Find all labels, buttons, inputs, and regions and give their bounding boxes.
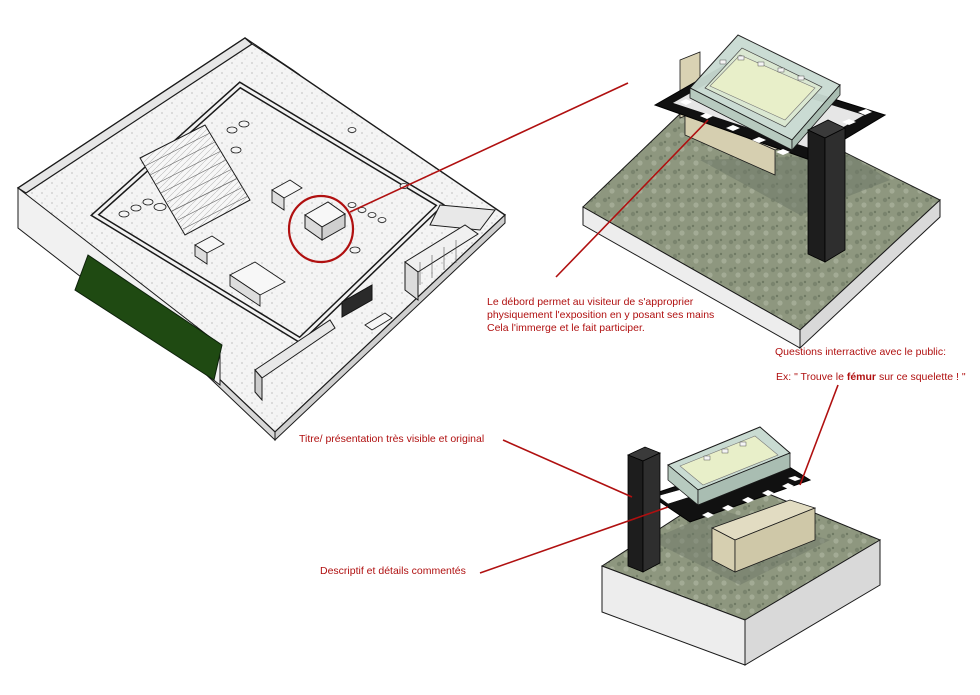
staircase: [139, 124, 251, 236]
glass-case-bottom: [667, 426, 791, 506]
annotation-overhang-line2: physiquement l'exposition en y posant se…: [487, 309, 715, 321]
annotation-overhang-line1: Le débord permet au visiteur de s'approp…: [487, 296, 694, 308]
display-columns: [118, 120, 409, 254]
annotation-overhang-line3: Cela l'immerge et le fait participer.: [487, 322, 645, 334]
annotation-overhang: Le débord permet au visiteur de s'approp…: [487, 296, 714, 335]
example-suffix: sur ce squelette ! ": [876, 371, 966, 383]
annotation-description: Descriptif et détails commentés: [320, 565, 466, 577]
annotation-questions-line1: Questions interractive avec le public:: [775, 346, 946, 358]
example-bold-word: fémur: [846, 371, 877, 383]
vitrine-model-top: [582, 34, 941, 350]
leader-lines: [349, 82, 839, 574]
example-prefix: Ex: " Trouve le: [776, 371, 847, 383]
annotation-questions: Questions interractive avec le public: E…: [775, 346, 966, 384]
annotation-questions-example: Ex: " Trouve le fémur sur ce squelette !…: [776, 371, 966, 384]
floorplan-axonometric: [16, 37, 507, 442]
green-wall-panel: [74, 254, 223, 381]
vitrine-model-bottom: [600, 426, 882, 666]
shelving-unit: [404, 224, 479, 302]
glass-case: [689, 34, 841, 152]
annotation-title: Titre/ présentation très visible et orig…: [299, 433, 485, 445]
highlighted-vitrine: [304, 201, 346, 241]
room-display-cases: [194, 179, 393, 331]
dark-panel-display: [341, 284, 373, 318]
focus-circle: [287, 194, 355, 264]
